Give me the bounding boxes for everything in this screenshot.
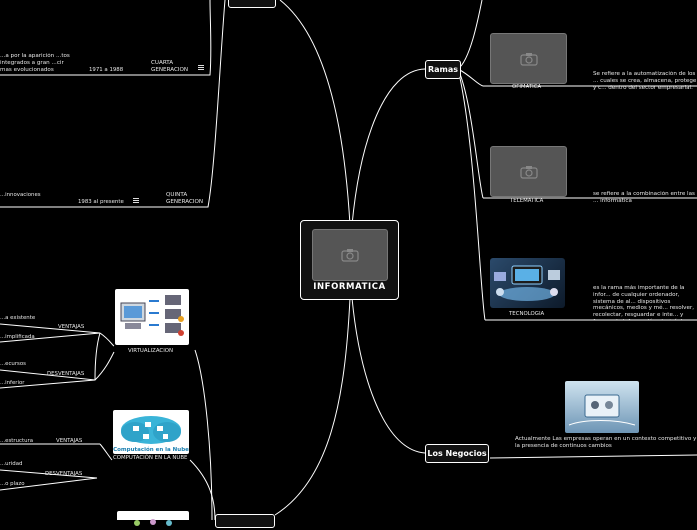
cuarta-years: 1971 a 1988 [89,67,124,73]
negocios-image [565,381,639,433]
nube-image: Computación en la Nube [113,410,189,454]
telematica-description: se refiere a la combinación entre las ..… [593,191,695,204]
business-photo [568,394,636,426]
nube-label[interactable]: COMPUTACIÓN EN LA NUBE [113,455,188,461]
nube-image-caption: Computación en la Nube [113,447,189,453]
tecnologia-image [490,258,565,308]
menu-icon[interactable] [198,65,204,70]
center-node[interactable]: INFORMATICA [300,220,399,300]
virtualizacion-desventaja-item: ...inferior [0,380,25,386]
negocios-node[interactable]: Los Negocios [425,444,489,463]
partial-image-icon [134,519,172,526]
bottom-partial-node[interactable] [215,514,275,528]
camera-icon [519,52,538,66]
virtualizacion-image [115,289,189,345]
virtualizacion-ventaja-item: ...a existente [0,315,36,321]
cuarta-label[interactable]: CUARTA GENERACION [151,60,189,73]
quinta-label[interactable]: QUINTA GENERACION [166,192,204,205]
center-image [312,229,388,281]
virtualization-icon [120,295,184,336]
virtualizacion-ventajas-label[interactable]: VENTAJAS [58,324,85,330]
cloud-computing-icon [121,416,181,444]
quinta-description: ...innovaciones [0,192,41,198]
center-title: INFORMATICA [313,282,386,292]
ofimatica-label[interactable]: OFIMATICA [512,84,542,90]
nube-desventajas-label[interactable]: DESVENTAJAS [45,471,83,477]
nube-ventaja-item: ...estructura [0,438,34,444]
menu-icon[interactable] [133,198,139,203]
ramas-node[interactable]: Ramas [425,60,461,79]
bottom-partial-image [117,511,189,526]
top-partial-node[interactable] [228,0,276,8]
tecnologia-label[interactable]: TECNOLOGIA [509,311,545,317]
camera-icon [341,249,359,262]
nube-desventaja-item: ...o plazo [0,481,25,487]
nube-ventajas-label[interactable]: VENTAJAS [56,438,83,444]
virtualizacion-desventaja-item: ...ecursos [0,361,26,367]
telematica-image [490,146,567,197]
cuarta-description: ...a por la aparición ...tos integrados … [0,53,70,73]
tecnologia-description: es la rama más importante de la infor...… [593,285,695,320]
nube-desventaja-item: ...uridad [0,461,23,467]
negocios-description: Actualmente Las empresas operan en un co… [515,436,697,449]
ofimatica-image [490,33,567,84]
quinta-years: 1983 al presente [78,199,124,205]
ofimatica-description: Se refiere a la automatización de los ..… [593,71,697,91]
virtualizacion-label[interactable]: VIRTUALIZACION [128,348,174,354]
virtualizacion-ventaja-item: ...implificada [0,334,35,340]
virtualizacion-desventajas-label[interactable]: DESVENTAJAS [47,371,85,377]
telematica-label[interactable]: TELEMATICA [510,198,544,204]
camera-icon [519,165,538,179]
technology-photo [494,265,560,301]
